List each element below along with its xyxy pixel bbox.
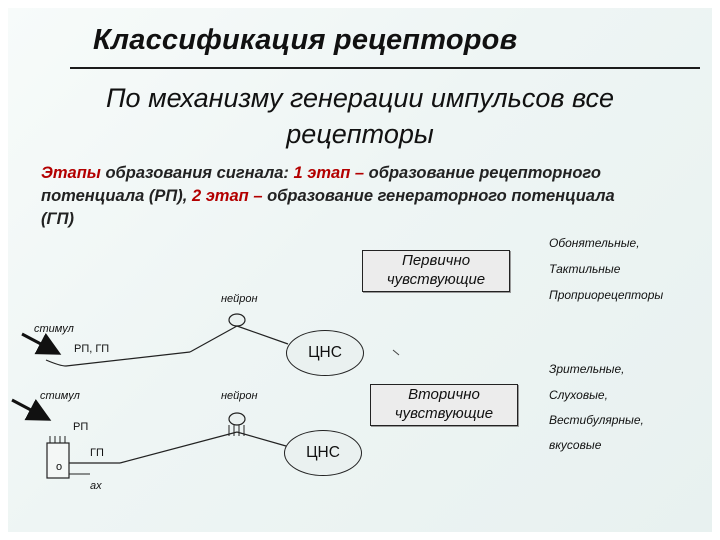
secondary-example-4: вкусовые: [549, 438, 602, 452]
secondary-sensing-box: Вторично чувствующие: [370, 384, 518, 426]
stages-word: Этапы: [41, 164, 101, 182]
primary-example-2: Тактильные: [549, 262, 621, 276]
primary-potential-label: РП, ГП: [74, 343, 110, 355]
signal-stages-text: Этапы образования сигнала: 1 этап – обра…: [41, 162, 641, 231]
primary-stimulus-label: стимул: [34, 323, 74, 335]
stage-2-text: образование генераторного потенциала (ГП…: [41, 187, 615, 228]
secondary-stimulus-arrow: [11, 398, 52, 421]
primary-cns-node: ЦНС: [286, 330, 364, 376]
primary-axon-to-cns: [236, 325, 289, 345]
primary-sensing-box: Первично чувствующие: [362, 250, 510, 292]
stage-2-label: 2 этап –: [191, 187, 263, 205]
title-underline: [70, 67, 700, 69]
secondary-afferent: [119, 431, 238, 464]
slide-background: [8, 8, 712, 532]
slide-title: Классификация рецепторов: [93, 24, 518, 56]
secondary-box-line1: Вторично: [408, 386, 480, 403]
primary-axon: [189, 325, 238, 353]
slide-subtitle: По механизму генерации импульсов все рец…: [105, 83, 614, 149]
primary-box-line1: Первично: [401, 252, 471, 269]
secondary-o-label: о: [56, 461, 63, 473]
primary-neuron-label: нейрон: [221, 293, 258, 305]
stage-1-label: 1 этап –: [293, 164, 365, 182]
primary-example-1: Обонятельные,: [549, 236, 640, 250]
secondary-example-1: Зрительные,: [549, 362, 625, 376]
secondary-box-line2: чувствующие: [394, 405, 494, 422]
secondary-example-2: Слуховые,: [549, 388, 608, 402]
secondary-stimulus-label: стимул: [40, 390, 80, 402]
secondary-axon-to-cns: [236, 431, 287, 447]
secondary-receptor-hairs: [49, 436, 66, 443]
primary-neuron-body: [228, 313, 246, 327]
secondary-example-3: Вестибулярные,: [549, 413, 644, 427]
stage-1-text: образование рецепторного потенциала (РП)…: [41, 164, 601, 205]
primary-example-3: Проприорецепторы: [549, 288, 664, 302]
primary-receptor-ending: [45, 351, 191, 367]
primary-tick: [392, 349, 400, 356]
stages-text-1: образования сигнала:: [100, 164, 294, 182]
secondary-gp-label: ГП: [90, 447, 104, 459]
secondary-neuron-label: нейрон: [221, 390, 258, 402]
secondary-neuron-dendrites: [228, 425, 245, 436]
secondary-ax-label: ах: [90, 480, 102, 492]
secondary-neuron-body: [228, 412, 246, 426]
secondary-receptor-cell: [46, 442, 70, 479]
secondary-cns-node: ЦНС: [284, 430, 362, 476]
secondary-rp-label: РП: [73, 421, 89, 433]
primary-box-line2: чувствующие: [386, 271, 486, 288]
primary-stimulus-arrow: [21, 332, 62, 355]
